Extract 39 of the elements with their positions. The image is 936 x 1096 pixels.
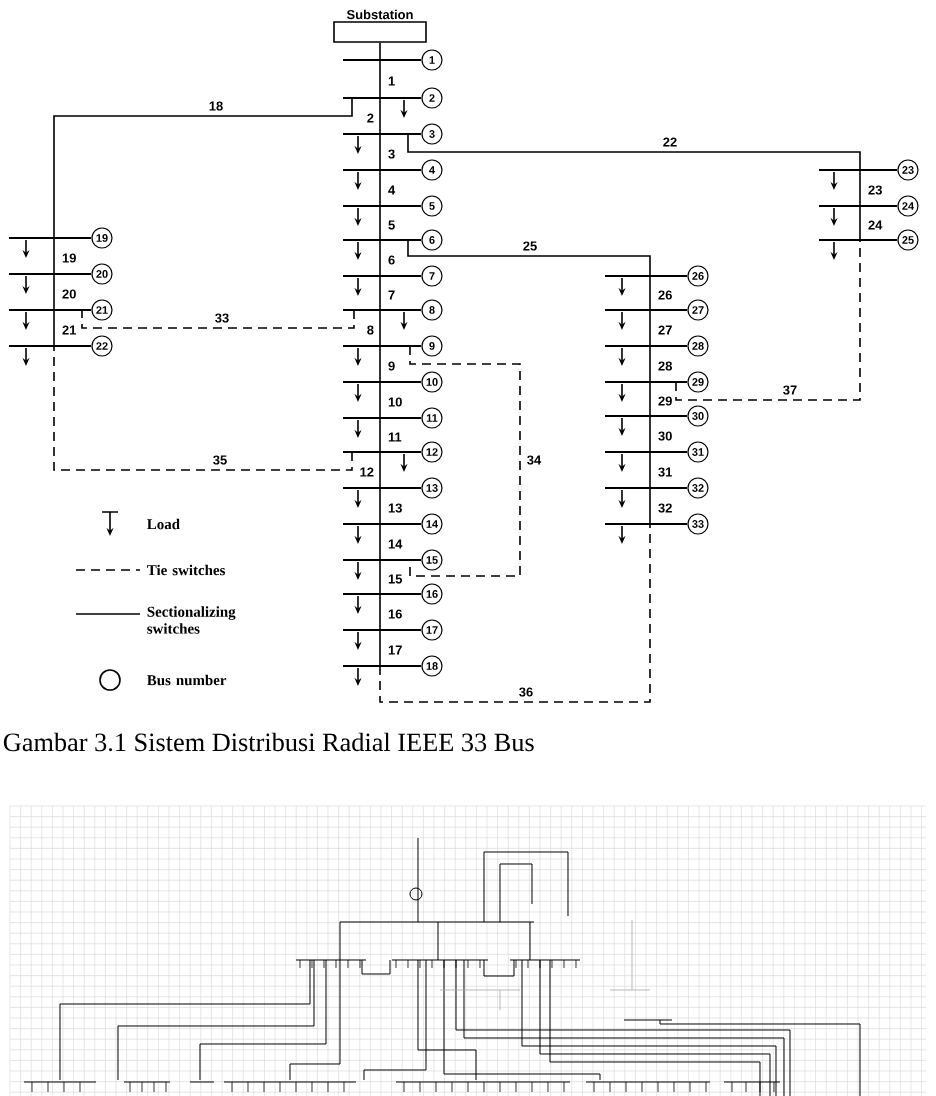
line-section: [379, 629, 381, 667]
line-section: [649, 345, 651, 383]
line-section: [379, 487, 381, 525]
line-section: [379, 523, 381, 561]
line-section: [379, 169, 381, 207]
line-section: [53, 273, 55, 311]
line-section: [379, 593, 381, 631]
line-section: [407, 133, 861, 171]
line-section: [53, 97, 353, 239]
line-section: [407, 239, 651, 277]
line-section: [53, 237, 55, 275]
line-section: [379, 239, 381, 277]
line-section: [859, 205, 861, 241]
line-section: [379, 309, 381, 347]
line-section: [379, 42, 381, 61]
caption: Gambar 3.1 Sistem Distribusi Radial IEEE 33 Bus: [3, 732, 534, 752]
line-section: [649, 381, 651, 417]
tie-switch-line: [675, 239, 861, 401]
line-section: [379, 133, 381, 171]
line-section: [649, 415, 651, 453]
line-section: [859, 169, 861, 207]
tie-switch-line: [379, 523, 651, 703]
line-section: [649, 309, 651, 347]
line-section: [379, 559, 381, 595]
line-section: [379, 275, 381, 311]
line-section: [379, 97, 381, 135]
line-section: [379, 345, 381, 383]
line-section: [53, 309, 55, 347]
line-section: [379, 451, 381, 489]
tie-switch-line: [81, 309, 355, 329]
line-section: [649, 487, 651, 525]
line-section: [379, 205, 381, 241]
line-section: [649, 451, 651, 489]
tie-switch-line: [53, 345, 353, 471]
tie-switch-line: [409, 345, 521, 577]
line-section: [649, 275, 651, 311]
line-section: [379, 59, 381, 99]
line-section: [379, 417, 381, 453]
line-section: [379, 381, 381, 419]
